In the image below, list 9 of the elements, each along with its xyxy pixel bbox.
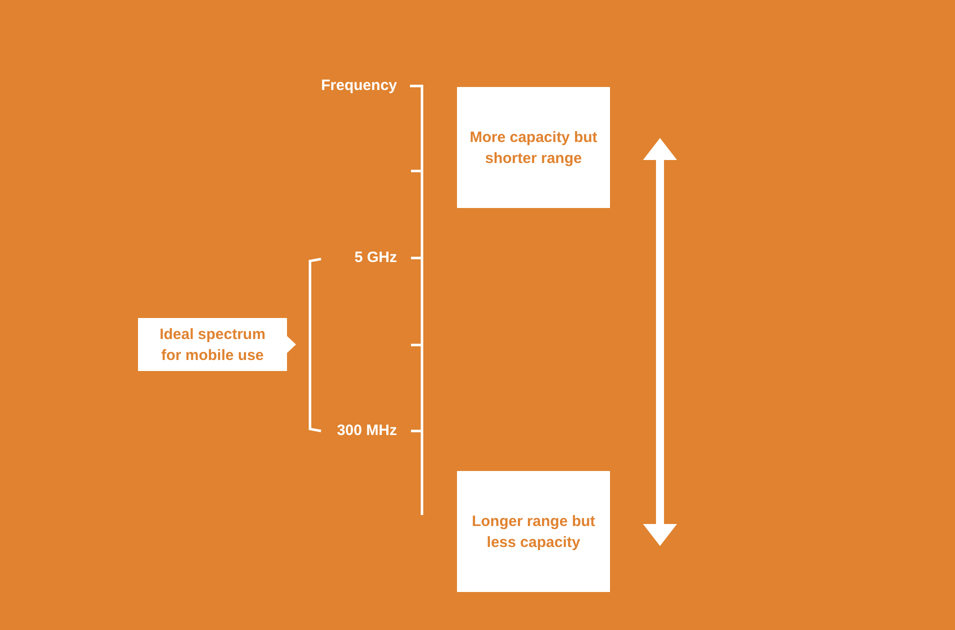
note-text: Longer range but less capacity bbox=[471, 512, 596, 552]
tick-label: 300 MHz bbox=[336, 422, 397, 440]
note-box bbox=[457, 87, 610, 208]
callout-text: Ideal spectrum for mobile use bbox=[159, 324, 266, 366]
axis-title: Frequency bbox=[321, 77, 397, 95]
note-box bbox=[457, 471, 610, 592]
callout-box bbox=[138, 318, 296, 371]
note-text: More capacity but shorter range bbox=[469, 128, 598, 168]
tick-label: 5 GHz bbox=[354, 249, 397, 267]
